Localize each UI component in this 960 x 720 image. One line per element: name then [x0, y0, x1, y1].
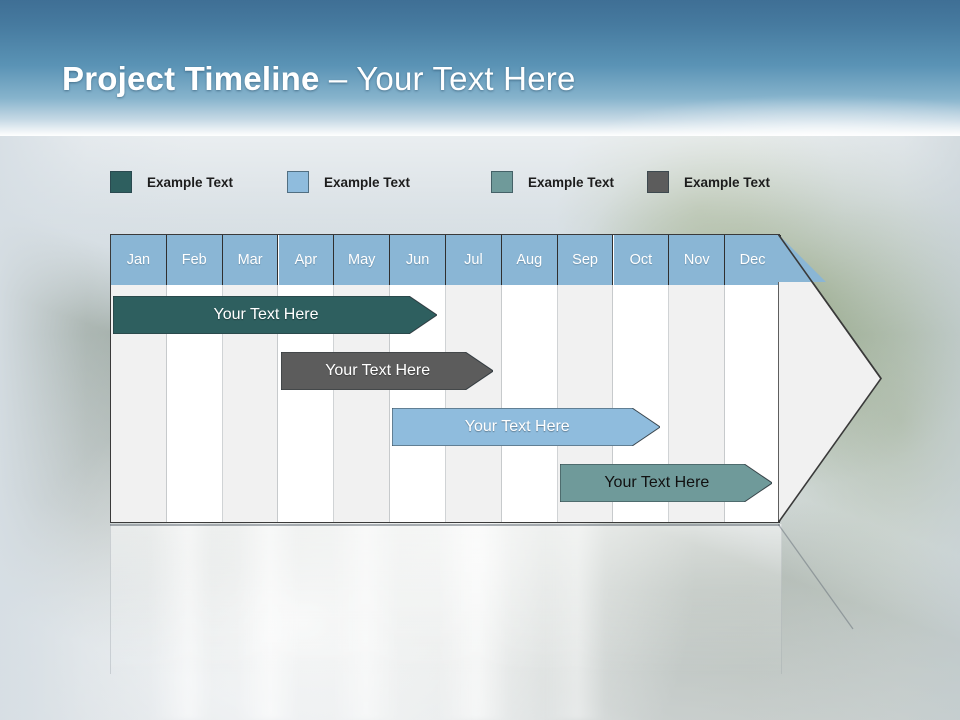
task-bar-shape: [280, 352, 493, 390]
task-bar-3[interactable]: Your Text Here: [392, 408, 661, 446]
month-header-sep[interactable]: Sep: [557, 235, 614, 285]
title-band: [0, 0, 960, 136]
legend-item-1[interactable]: Example Text: [110, 170, 233, 194]
legend: Example Text Example Text Example Text Exam…: [110, 170, 870, 194]
legend-label: Example Text: [147, 174, 234, 190]
task-bar-shape: [113, 296, 437, 334]
month-header-apr[interactable]: Apr: [278, 235, 335, 285]
page-title: Project Timeline – Your Text Here: [62, 60, 576, 98]
task-bar-shape: [559, 464, 772, 502]
month-header-feb[interactable]: Feb: [166, 235, 223, 285]
month-header-jul[interactable]: Jul: [446, 235, 502, 285]
timeline-column-oct: Oct: [613, 235, 670, 522]
title-strong: Project Timeline: [62, 60, 320, 97]
month-header-nov[interactable]: Nov: [669, 235, 726, 285]
column-divider: [612, 235, 614, 522]
task-bar-shape: [392, 408, 661, 446]
column-divider: [277, 235, 279, 522]
legend-label: Example Text: [324, 174, 411, 190]
legend-item-4[interactable]: Example Text: [647, 170, 770, 194]
column-divider: [724, 235, 726, 522]
task-bar-4[interactable]: Your Text Here: [559, 464, 772, 502]
month-header-mar[interactable]: Mar: [222, 235, 279, 285]
column-divider: [500, 235, 502, 522]
timeline-column-feb: Feb: [166, 235, 223, 522]
month-header-aug[interactable]: Aug: [501, 235, 558, 285]
task-bar-1[interactable]: Your Text Here: [113, 296, 437, 334]
task-bar-label: Your Text Here: [604, 474, 710, 491]
legend-swatch-icon: [287, 171, 309, 193]
column-divider: [668, 235, 670, 522]
month-header-jan[interactable]: Jan: [111, 235, 167, 285]
legend-label: Example Text: [528, 174, 615, 190]
month-header-oct[interactable]: Oct: [613, 235, 670, 285]
month-header-jun[interactable]: Jun: [390, 235, 446, 285]
timeline-column-mar: Mar: [222, 235, 279, 522]
title-light: Your Text Here: [356, 60, 576, 97]
title-band-glow: [540, 66, 960, 136]
legend-swatch-icon: [491, 171, 513, 193]
month-header-may[interactable]: May: [334, 235, 391, 285]
legend-item-2[interactable]: Example Text: [287, 170, 410, 194]
column-divider: [221, 235, 223, 522]
legend-swatch-icon: [647, 171, 669, 193]
task-bar-label: Your Text Here: [213, 306, 319, 323]
column-divider: [165, 235, 167, 522]
legend-label: Example Text: [684, 174, 771, 190]
timeline-arrow-head: [778, 234, 882, 523]
column-divider: [556, 235, 558, 522]
task-bar-2[interactable]: Your Text Here: [280, 352, 493, 390]
timeline-column-jan: Jan: [111, 235, 167, 522]
month-header-dec[interactable]: Dec: [725, 235, 781, 285]
timeline-column-aug: Aug: [501, 235, 558, 522]
task-bar-label: Your Text Here: [464, 418, 570, 435]
legend-item-3[interactable]: Example Text: [491, 170, 614, 194]
title-separator: –: [319, 60, 357, 97]
task-bar-label: Your Text Here: [325, 362, 431, 379]
legend-swatch-icon: [110, 171, 132, 193]
